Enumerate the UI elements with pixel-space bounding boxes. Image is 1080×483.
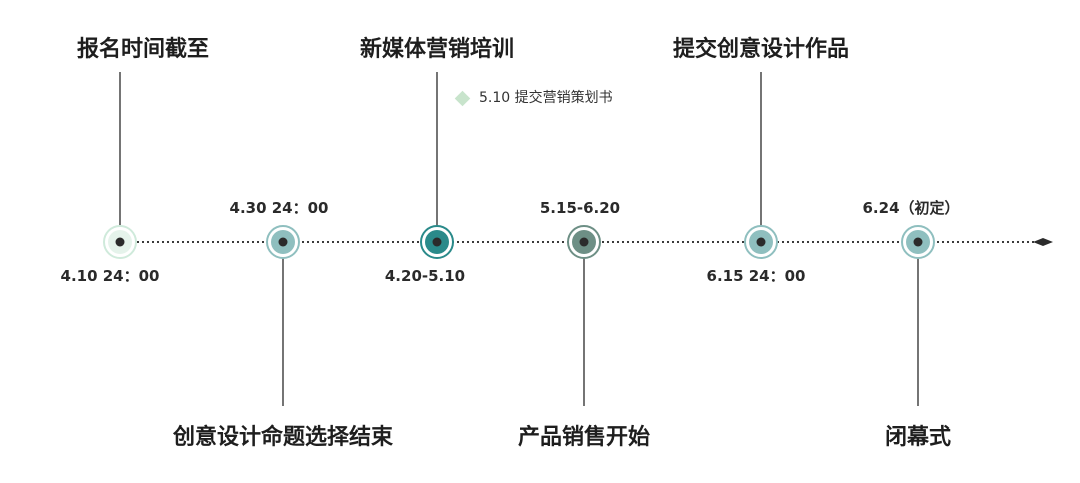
event-title-registration-deadline: 报名时间截至 [76, 37, 210, 62]
event-title-submit-design-work: 提交创意设计作品 [672, 37, 850, 62]
event-date-sales-start: 5.15-6.20 [539, 199, 621, 217]
node-dot [115, 237, 125, 247]
timeline-node-registration-deadline [103, 225, 137, 259]
timeline-node-submit-design-work [744, 225, 778, 259]
note-marketing-plan: 5.10 提交营销策划书 [452, 89, 613, 107]
node-dot [913, 237, 923, 247]
event-date-registration-deadline: 4.10 24：00 [60, 267, 160, 285]
timeline-node-topic-selection-end [266, 225, 300, 259]
timeline-node-sales-start [567, 225, 601, 259]
timeline-node-new-media-training [420, 225, 454, 259]
event-title-new-media-training: 新媒体营销培训 [359, 37, 515, 62]
note-text: 5.10 提交营销策划书 [479, 90, 613, 106]
node-dot [579, 237, 589, 247]
timeline-node-closing-ceremony [901, 225, 935, 259]
event-date-closing-ceremony: 6.24（初定） [862, 199, 960, 217]
event-date-new-media-training: 4.20-5.10 [384, 267, 466, 285]
node-dot [432, 237, 442, 247]
diamond-icon [454, 90, 471, 106]
node-dot [756, 237, 766, 247]
timeline-arrow-icon [1033, 238, 1053, 246]
event-title-sales-start: 产品销售开始 [517, 425, 651, 450]
event-title-topic-selection-end: 创意设计命题选择结束 [172, 425, 394, 450]
event-date-topic-selection-end: 4.30 24：00 [229, 199, 329, 217]
event-title-closing-ceremony: 闭幕式 [884, 425, 952, 450]
event-date-submit-design-work: 6.15 24：00 [706, 267, 806, 285]
node-dot [278, 237, 288, 247]
